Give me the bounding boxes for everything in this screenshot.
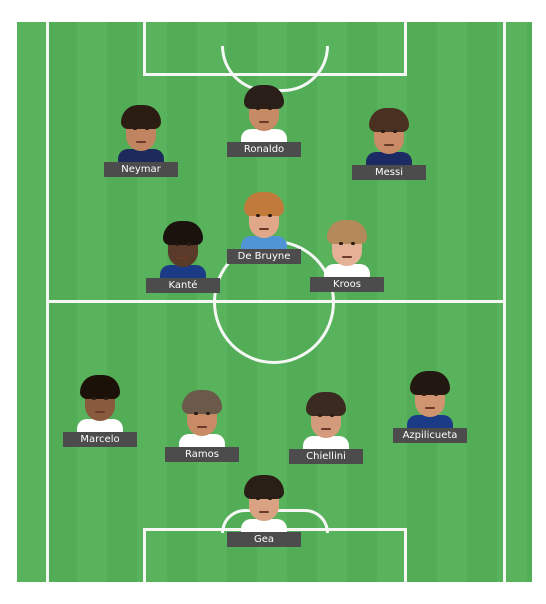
player-card[interactable]: Ronaldo — [227, 85, 301, 157]
player-photo — [303, 392, 349, 450]
player-photo — [160, 221, 206, 279]
player-shirt — [241, 236, 287, 250]
player-eye — [187, 243, 191, 246]
pitch-stripe — [17, 22, 47, 582]
player-card[interactable]: Ramos — [165, 390, 239, 462]
player-hair — [244, 475, 284, 499]
player-hair — [163, 221, 203, 245]
player-name-label: Ramos — [165, 447, 239, 462]
player-hair — [369, 108, 409, 132]
player-shirt — [303, 436, 349, 450]
player-hair — [306, 392, 346, 416]
player-card[interactable]: De Bruyne — [227, 192, 301, 264]
player-shirt — [241, 129, 287, 143]
player-eye — [145, 127, 149, 130]
player-shirt — [118, 149, 164, 163]
player-eye — [381, 130, 385, 133]
player-card[interactable]: Gea — [227, 475, 301, 547]
player-photo — [407, 371, 453, 429]
player-eye — [206, 412, 210, 415]
player-card[interactable]: Azpilicueta — [393, 371, 467, 443]
player-mouth — [259, 228, 269, 230]
player-hair — [244, 192, 284, 216]
player-name-label: Messi — [352, 165, 426, 180]
player-name-label: De Bruyne — [227, 249, 301, 264]
player-shirt — [324, 264, 370, 278]
player-card[interactable]: Messi — [352, 108, 426, 180]
player-photo — [324, 220, 370, 278]
player-mouth — [425, 407, 435, 409]
player-eye — [175, 243, 179, 246]
player-mouth — [321, 428, 331, 430]
player-hair — [121, 105, 161, 129]
player-eye — [268, 107, 272, 110]
player-mouth — [95, 411, 105, 413]
player-mouth — [259, 511, 269, 513]
player-photo — [77, 375, 123, 433]
player-photo — [118, 105, 164, 163]
player-name-label: Gea — [227, 532, 301, 547]
player-card[interactable]: Marcelo — [63, 375, 137, 447]
player-hair — [80, 375, 120, 399]
player-mouth — [384, 144, 394, 146]
player-mouth — [136, 141, 146, 143]
player-eye — [318, 414, 322, 417]
player-eye — [256, 214, 260, 217]
player-photo — [241, 475, 287, 533]
player-name-label: Kroos — [310, 277, 384, 292]
player-eye — [194, 412, 198, 415]
player-eye — [268, 497, 272, 500]
player-name-label: Neymar — [104, 162, 178, 177]
player-name-label: Ronaldo — [227, 142, 301, 157]
player-eye — [351, 242, 355, 245]
player-eye — [256, 497, 260, 500]
player-photo — [366, 108, 412, 166]
player-eye — [393, 130, 397, 133]
player-shirt — [77, 419, 123, 433]
player-shirt — [366, 152, 412, 166]
player-mouth — [197, 426, 207, 428]
player-mouth — [259, 121, 269, 123]
player-photo — [241, 192, 287, 250]
player-eye — [256, 107, 260, 110]
player-card[interactable]: Kanté — [146, 221, 220, 293]
player-name-label: Kanté — [146, 278, 220, 293]
player-eye — [92, 397, 96, 400]
player-eye — [104, 397, 108, 400]
player-mouth — [342, 256, 352, 258]
player-eye — [268, 214, 272, 217]
player-eye — [422, 393, 426, 396]
player-shirt — [160, 265, 206, 279]
player-eye — [434, 393, 438, 396]
player-hair — [410, 371, 450, 395]
player-shirt — [407, 415, 453, 429]
player-hair — [327, 220, 367, 244]
player-shirt — [241, 519, 287, 533]
player-card[interactable]: Neymar — [104, 105, 178, 177]
player-mouth — [178, 257, 188, 259]
player-photo — [241, 85, 287, 143]
player-name-label: Marcelo — [63, 432, 137, 447]
player-name-label: Chiellini — [289, 449, 363, 464]
player-card[interactable]: Kroos — [310, 220, 384, 292]
player-shirt — [179, 434, 225, 448]
player-photo — [179, 390, 225, 448]
player-hair — [182, 390, 222, 414]
player-hair — [244, 85, 284, 109]
player-card[interactable]: Chiellini — [289, 392, 363, 464]
player-eye — [133, 127, 137, 130]
player-name-label: Azpilicueta — [393, 428, 467, 443]
player-eye — [330, 414, 334, 417]
player-eye — [339, 242, 343, 245]
